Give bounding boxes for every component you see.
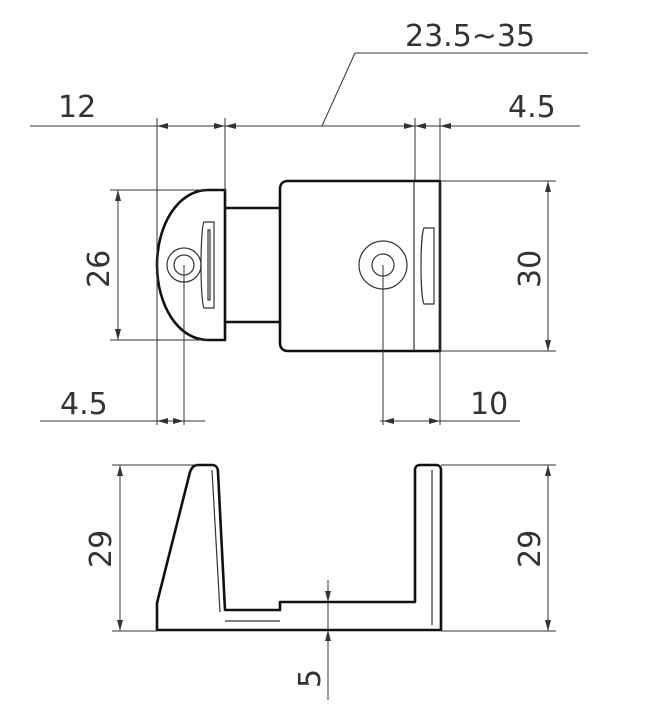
top-view — [155, 179, 442, 353]
dimension-lines — [30, 52, 588, 700]
dim-span-range: 23.5~35 — [405, 19, 535, 54]
left-wall-inner-edge — [211, 469, 221, 613]
dim-right-flange-width: 4.5 — [508, 90, 556, 125]
side-view — [155, 463, 443, 632]
body-outline — [278, 179, 442, 353]
dim-left-cap-width: 12 — [58, 90, 96, 125]
dim-left-hole-offset: 4.5 — [60, 387, 108, 422]
dim-right-hole-offset: 10 — [470, 387, 508, 422]
dim-base-thickness: 5 — [293, 669, 328, 688]
dim-left-wall-height: 29 — [84, 530, 119, 568]
left-cap-slot — [200, 221, 215, 309]
side-outline — [155, 463, 443, 632]
left-cap-slot-inner — [207, 229, 211, 301]
body-slot — [420, 227, 435, 305]
dim-right-wall-height: 29 — [513, 530, 548, 568]
dim-left-cap-height: 26 — [82, 250, 117, 288]
dim-body-height: 30 — [513, 250, 548, 288]
neck-outline — [223, 206, 282, 324]
